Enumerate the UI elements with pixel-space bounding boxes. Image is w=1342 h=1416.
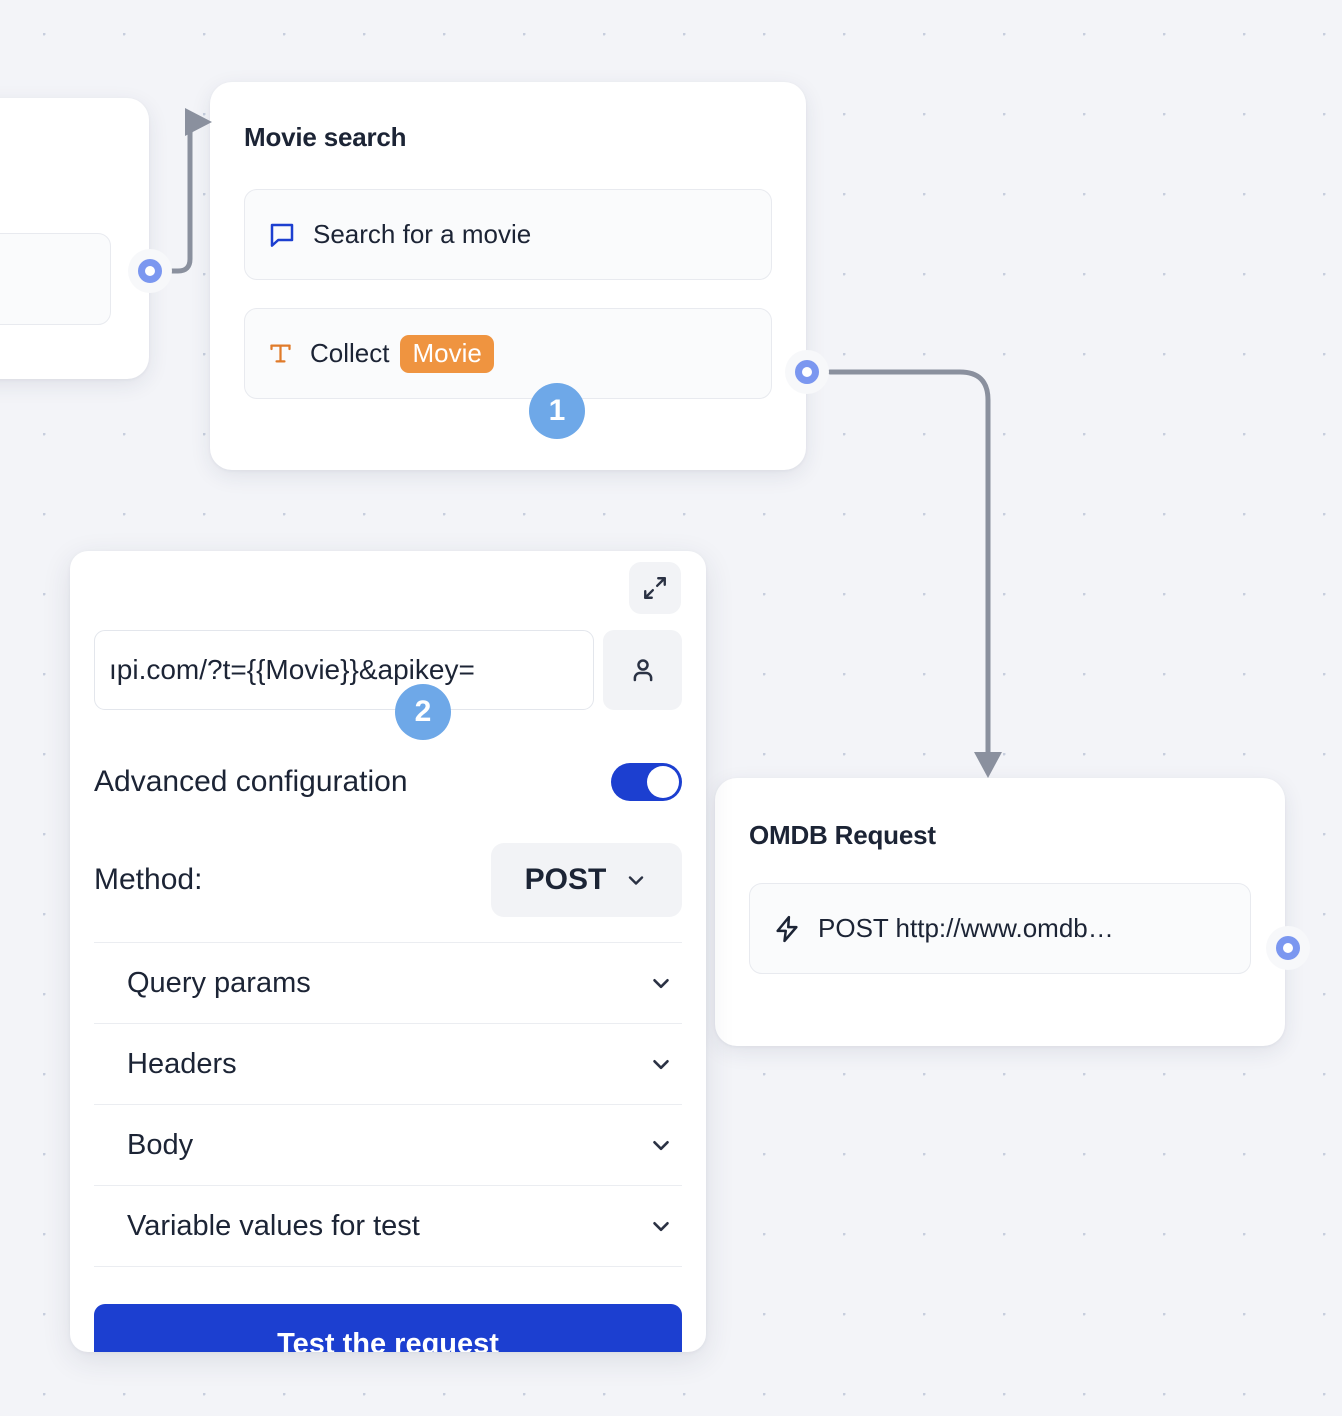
connector-dot-movie-search-output[interactable] bbox=[785, 350, 829, 394]
method-value: POST bbox=[524, 863, 607, 896]
chat-bubble-icon bbox=[267, 220, 297, 250]
method-label: Method: bbox=[94, 863, 203, 896]
node-omdb-request[interactable]: OMDB Request POST http://www.omdb… bbox=[715, 778, 1285, 1046]
request-config-panel[interactable]: ıpi.com/?t={{Movie}}&apikey= Advanced co… bbox=[70, 551, 706, 1352]
node-row-collect-movie[interactable]: Collect Movie bbox=[244, 308, 772, 399]
expand-panel-button[interactable] bbox=[629, 562, 681, 614]
person-icon bbox=[628, 655, 658, 685]
accordion-label: Query params bbox=[127, 966, 311, 999]
advanced-configuration-label: Advanced configuration bbox=[94, 765, 408, 798]
node-row-label: Search for a movie bbox=[313, 219, 532, 249]
accordion-variable-values-for-test[interactable]: Variable values for test bbox=[94, 1186, 682, 1267]
node-row-search-for-a-movie[interactable]: Search for a movie bbox=[244, 189, 772, 280]
connector-dot-partial-node-output[interactable] bbox=[128, 249, 172, 293]
accordion-label: Headers bbox=[127, 1047, 237, 1080]
test-the-request-button[interactable]: Test the request bbox=[94, 1304, 682, 1352]
chevron-down-icon bbox=[624, 868, 648, 892]
auth-user-button[interactable] bbox=[603, 630, 682, 710]
accordion-label: Variable values for test bbox=[127, 1209, 420, 1242]
expand-diagonal-icon bbox=[642, 575, 668, 601]
accordion-body[interactable]: Body bbox=[94, 1105, 682, 1186]
step-badge-1: 1 bbox=[529, 383, 585, 439]
node-title-omdb-request: OMDB Request bbox=[749, 820, 936, 850]
request-url-input[interactable]: ıpi.com/?t={{Movie}}&apikey= bbox=[94, 630, 594, 710]
partial-node-row bbox=[0, 233, 111, 325]
url-row: ıpi.com/?t={{Movie}}&apikey= bbox=[94, 630, 682, 710]
chevron-down-icon bbox=[648, 970, 674, 996]
chevron-down-icon bbox=[648, 1132, 674, 1158]
chevron-down-icon bbox=[648, 1213, 674, 1239]
method-select[interactable]: POST bbox=[491, 843, 682, 917]
node-row-label-group: Collect Movie bbox=[310, 334, 494, 373]
partial-node-card[interactable] bbox=[0, 98, 149, 379]
node-title-movie-search: Movie search bbox=[244, 122, 407, 152]
text-t-icon bbox=[267, 340, 294, 367]
accordion-headers[interactable]: Headers bbox=[94, 1024, 682, 1105]
panel-body: ıpi.com/?t={{Movie}}&apikey= Advanced co… bbox=[70, 551, 706, 1352]
connector-dot-omdb-output[interactable] bbox=[1266, 926, 1310, 970]
accordion-query-params[interactable]: Query params bbox=[94, 943, 682, 1024]
advanced-configuration-row: Advanced configuration bbox=[94, 763, 682, 801]
collect-label: Collect bbox=[310, 338, 390, 368]
variable-chip-movie[interactable]: Movie bbox=[400, 334, 494, 373]
accordion-label: Body bbox=[127, 1128, 194, 1161]
step-badge-2: 2 bbox=[395, 684, 451, 740]
advanced-configuration-toggle[interactable] bbox=[611, 763, 682, 801]
node-row-post-request[interactable]: POST http://www.omdb… bbox=[749, 883, 1251, 974]
lightning-bolt-icon bbox=[772, 914, 802, 944]
node-row-label: POST http://www.omdb… bbox=[818, 913, 1114, 943]
method-row: Method: POST bbox=[94, 843, 682, 943]
chevron-down-icon bbox=[648, 1051, 674, 1077]
node-movie-search[interactable]: Movie search Search for a movie Collect … bbox=[210, 82, 806, 470]
